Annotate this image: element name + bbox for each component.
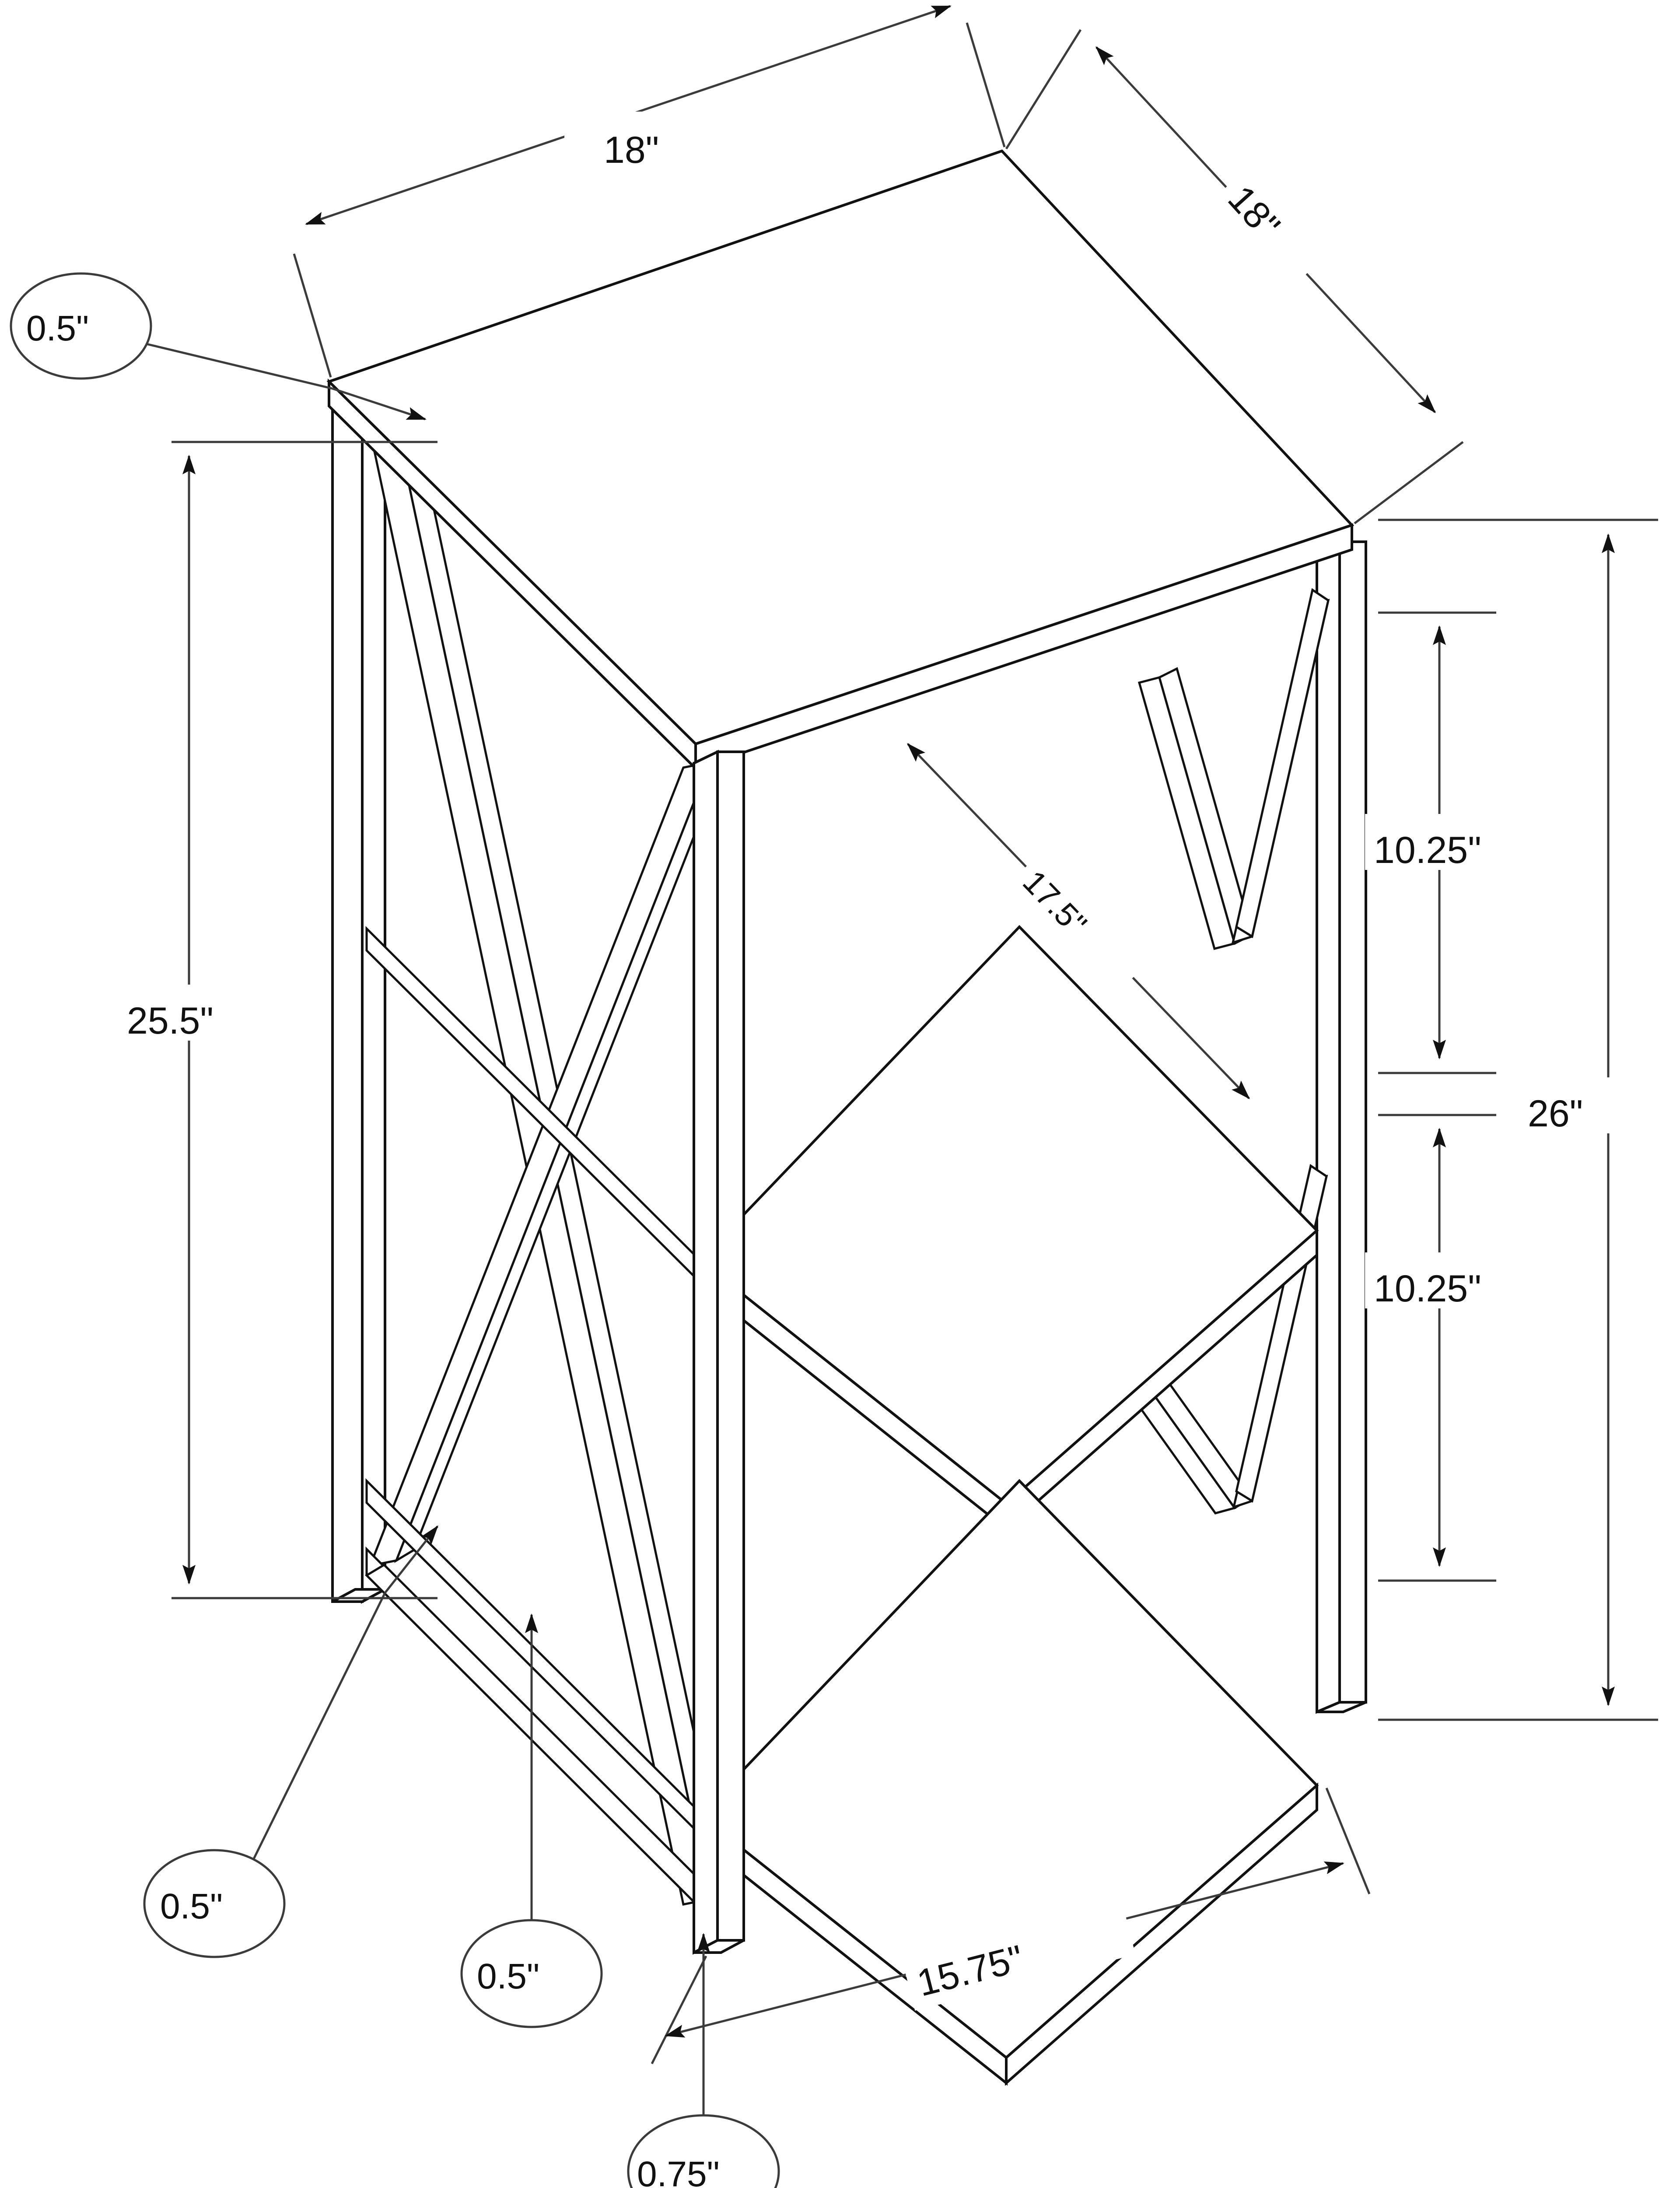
middle-shelf (698, 925, 1319, 1532)
dimension-upper-gap: 10.25" (1365, 611, 1605, 1074)
callout-shelf-thickness: 0.5" (460, 1613, 603, 2028)
dimension-leg-height: 25.5" (119, 441, 438, 1599)
leg-left (331, 394, 386, 1604)
dimension-overall-height: 26" (1378, 519, 1658, 1721)
dimension-label-leg-height: 25.5" (127, 1000, 214, 1042)
table-top (326, 149, 1354, 772)
dimension-label-top-width: 18" (604, 129, 659, 171)
dimension-lower-gap: 10.25" (1365, 1114, 1605, 1582)
x-brace-left (368, 413, 730, 1906)
dimension-label-upper-gap: 10.25" (1374, 829, 1481, 871)
dimension-label-lower-gap: 10.25" (1374, 1268, 1481, 1310)
callout-label-shelf-thickness: 0.5" (477, 1957, 539, 1996)
dimension-label-overall-height: 26" (1528, 1093, 1583, 1135)
callout-label-top-thickness: 0.5" (26, 309, 89, 348)
bottom-shelf (698, 1479, 1319, 2086)
leg-front (693, 750, 745, 1955)
callout-top-thickness: 0.5" (10, 272, 427, 421)
leg-right (1316, 540, 1367, 1714)
dimension-top-width: 18" (293, 5, 1006, 378)
callout-bubble-shelf-thickness (460, 1919, 603, 2028)
callout-bubble-frame-thickness (143, 1849, 286, 1958)
callout-bubble-top-thickness (10, 272, 152, 380)
callout-label-leg-thickness: 0.75" (637, 2154, 720, 2188)
callout-leg-thickness: 0.75" (627, 1932, 780, 2188)
callout-bubble-leg-thickness (627, 2114, 780, 2188)
callout-label-frame-thickness: 0.5" (160, 1886, 223, 1926)
callout-frame-thickness: 0.5" (143, 1525, 438, 1958)
